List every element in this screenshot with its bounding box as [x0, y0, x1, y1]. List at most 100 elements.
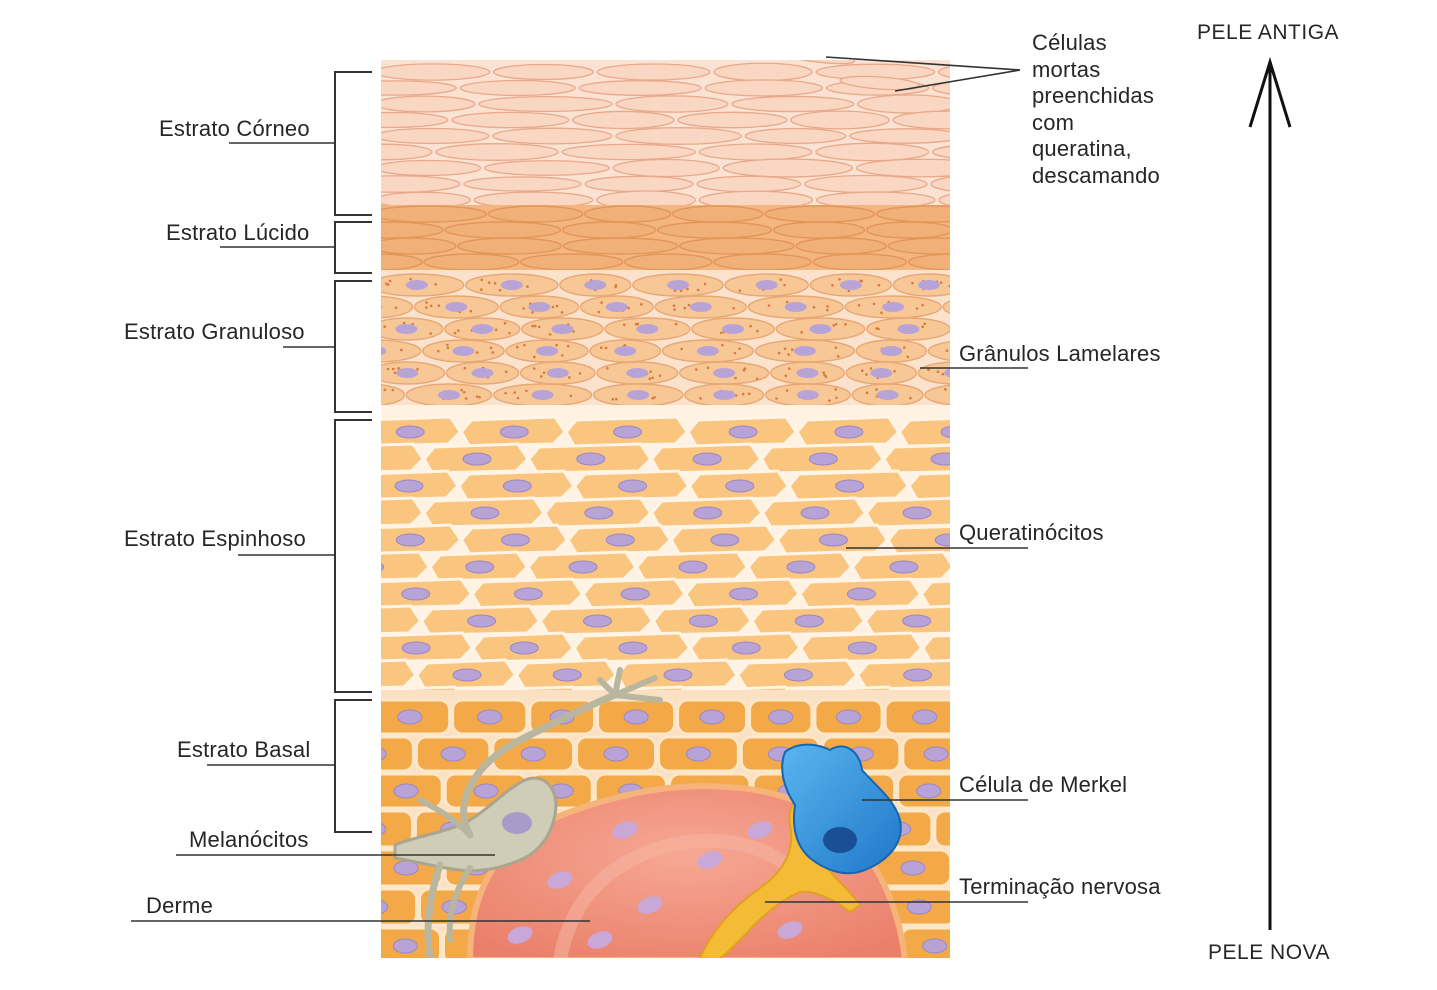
lamellar-granule: [522, 307, 525, 310]
lucidum-cell: [713, 253, 813, 271]
cell-nucleus: [796, 368, 819, 378]
cell-nucleus: [934, 533, 950, 547]
layer-bracket: [334, 419, 372, 693]
label-melanocitos: Melanócitos: [189, 827, 309, 852]
lamellar-granule: [875, 388, 878, 391]
cell-nucleus: [793, 346, 816, 356]
lamellar-granule: [634, 322, 638, 326]
lucidum-cell: [561, 221, 657, 239]
label-dead-cells-line: descamando: [1032, 162, 1160, 188]
cell-nucleus: [818, 533, 848, 547]
cell-nucleus: [876, 390, 899, 400]
lamellar-granule: [453, 331, 457, 335]
lamellar-granule: [973, 391, 976, 394]
cell-nucleus: [678, 560, 708, 574]
lamellar-granule: [504, 391, 507, 395]
lamellar-granule: [832, 324, 835, 327]
cell-nucleus: [897, 324, 920, 334]
lucidum-cell: [381, 253, 423, 271]
lucidum-cell: [955, 222, 1043, 238]
lamellar-granule: [348, 390, 351, 393]
lamellar-granule: [463, 366, 467, 370]
cell-nucleus: [977, 324, 999, 334]
corneum-cell: [612, 158, 720, 178]
merkel-cell: [781, 743, 902, 875]
cell-nucleus: [405, 280, 428, 290]
lamellar-granule: [342, 309, 345, 312]
corneum-cell: [381, 111, 449, 129]
lamellar-granule: [965, 333, 968, 336]
label-pele-antiga: PELE ANTIGA: [1197, 21, 1340, 44]
lamellar-granule: [475, 395, 479, 398]
lamellar-granule: [446, 346, 450, 350]
label-estrato-lucido: Estrato Lúcido: [166, 220, 310, 245]
dermis-cells: [507, 821, 803, 949]
cell-nucleus: [834, 425, 864, 439]
corneum-cell: [596, 63, 711, 81]
cell-nucleus: [381, 900, 389, 914]
lamellar-granule: [733, 351, 737, 355]
lamellar-granule: [699, 397, 702, 400]
cell-nucleus: [728, 425, 758, 439]
cell-nucleus: [438, 390, 461, 400]
cell-nucleus: [395, 533, 425, 547]
cell-nucleus: [969, 642, 997, 654]
label-estrato-granuloso: Estrato Granuloso: [124, 319, 305, 344]
lamellar-granule: [673, 308, 676, 311]
cell-nucleus: [912, 709, 938, 725]
cell-nucleus: [471, 368, 494, 378]
cell-nucleus: [975, 302, 997, 312]
corneum-cell: [892, 110, 950, 130]
lamellar-granule: [566, 344, 570, 348]
cell-nucleus: [1013, 507, 1041, 519]
lamellar-granule: [973, 396, 976, 399]
leader-lines: [131, 56, 1028, 922]
lamellar-granule: [460, 388, 463, 392]
lamellar-granule: [533, 355, 536, 359]
lamellar-granule: [673, 289, 677, 292]
lamellar-granule: [493, 282, 497, 285]
cell-nucleus: [960, 390, 982, 400]
cell-nucleus: [906, 899, 932, 915]
lamellar-granule: [777, 351, 781, 355]
label-terminacao-nervosa: Terminação nervosa: [959, 874, 1161, 899]
cell-nucleus: [689, 302, 712, 312]
layer-bracket: [334, 71, 372, 216]
keratinocyte: [886, 524, 950, 556]
cell-nucleus: [509, 641, 539, 655]
lamellar-granule: [783, 283, 786, 287]
lamellar-granule: [812, 306, 816, 309]
granulosum-cell: [942, 300, 950, 314]
lamellar-granule: [828, 399, 831, 402]
lamellar-granule: [893, 369, 896, 373]
cell-nucleus: [381, 512, 382, 514]
lamellar-granule: [400, 348, 403, 352]
label-celula-de-merkel: Célula de Merkel: [959, 772, 1128, 797]
lamellar-granule: [952, 392, 955, 395]
cell-nucleus: [502, 479, 532, 493]
lamellar-granule: [1001, 327, 1004, 330]
cell-nucleus: [620, 587, 650, 601]
lamellar-granule: [694, 368, 698, 371]
basal-cell: [381, 735, 415, 773]
lamellar-granule: [462, 391, 466, 394]
cell-nucleus: [710, 533, 740, 547]
cell-nucleus: [401, 587, 431, 601]
cell-nucleus: [381, 304, 383, 310]
cell-nucleus: [692, 452, 722, 466]
lamellar-granule: [478, 395, 481, 399]
lamellar-granule: [823, 373, 826, 377]
cell-nucleus: [603, 746, 629, 762]
lamellar-granule: [434, 283, 438, 286]
lamellar-granule: [397, 366, 400, 370]
cell-nucleus: [725, 479, 755, 493]
lamellar-granule: [784, 374, 788, 378]
lamellar-granule: [945, 349, 949, 352]
lamellar-granule: [978, 370, 981, 373]
leader-line: [894, 69, 1021, 92]
lucidum-cell: [764, 205, 876, 223]
cell-nucleus: [546, 368, 569, 378]
time-arrow: [1248, 56, 1292, 930]
cell-nucleus: [552, 668, 582, 682]
corneum-cell: [744, 127, 847, 145]
